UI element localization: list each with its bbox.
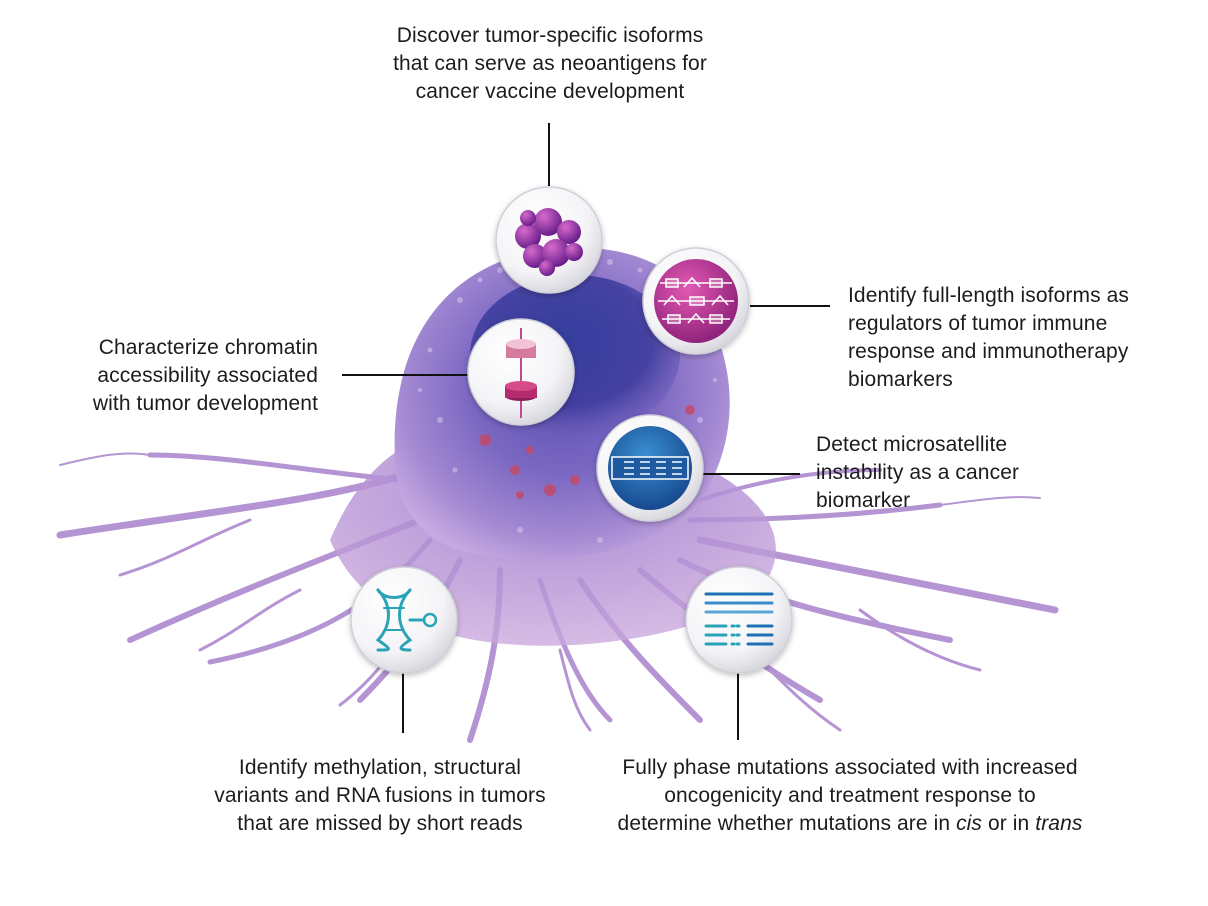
methylated-dna-icon <box>350 566 458 674</box>
isoform-diagram-icon <box>642 247 750 355</box>
caption-text: determine whether mutations are in <box>617 812 957 835</box>
caption-line: Discover tumor-specific isoforms <box>396 24 704 47</box>
caption-line: accessibility associated <box>97 364 318 387</box>
tumor-cluster-icon <box>495 186 603 294</box>
caption-line: regulators of tumor immune <box>848 312 1108 335</box>
caption-line: Fully phase mutations associated with in… <box>622 756 1078 779</box>
caption-phasing: Fully phase mutations associated with in… <box>560 754 1140 838</box>
caption-microsatellite: Detect microsatellite instability as a c… <box>816 431 1096 515</box>
caption-line: biomarker <box>816 489 911 512</box>
caption-line: Characterize chromatin <box>98 336 318 359</box>
caption-line: Identify full-length isoforms as <box>848 284 1129 307</box>
caption-full-length: Identify full-length isoforms as regulat… <box>848 282 1188 394</box>
caption-line-cis-trans: determine whether mutations are in cis o… <box>560 810 1140 838</box>
caption-line: cancer vaccine development <box>415 80 685 103</box>
caption-line: that are missed by short reads <box>237 812 523 835</box>
caption-line: oncogenicity and treatment response to <box>664 784 1036 807</box>
phased-reads-icon <box>685 566 793 674</box>
nucleosome-icon <box>467 318 575 426</box>
trans-term: trans <box>1035 812 1083 835</box>
caption-line: with tumor development <box>92 392 318 415</box>
caption-line: that can serve as neoantigens for <box>393 52 707 75</box>
caption-line: biomarkers <box>848 368 953 391</box>
caption-chromatin: Characterize chromatin accessibility ass… <box>20 334 318 418</box>
leader-lines <box>342 123 830 740</box>
caption-line: Detect microsatellite <box>816 433 1008 456</box>
microsatellite-icon <box>596 414 704 522</box>
caption-methylation: Identify methylation, structural variant… <box>168 754 592 838</box>
caption-line: Identify methylation, structural <box>238 756 522 779</box>
caption-line: variants and RNA fusions in tumors <box>214 784 546 807</box>
cis-term: cis <box>956 812 983 835</box>
caption-neoantigens: Discover tumor-specific isoforms that ca… <box>330 22 770 106</box>
caption-text: or in <box>982 812 1036 835</box>
caption-line: instability as a cancer <box>816 461 1020 484</box>
caption-line: response and immunotherapy <box>848 340 1129 363</box>
